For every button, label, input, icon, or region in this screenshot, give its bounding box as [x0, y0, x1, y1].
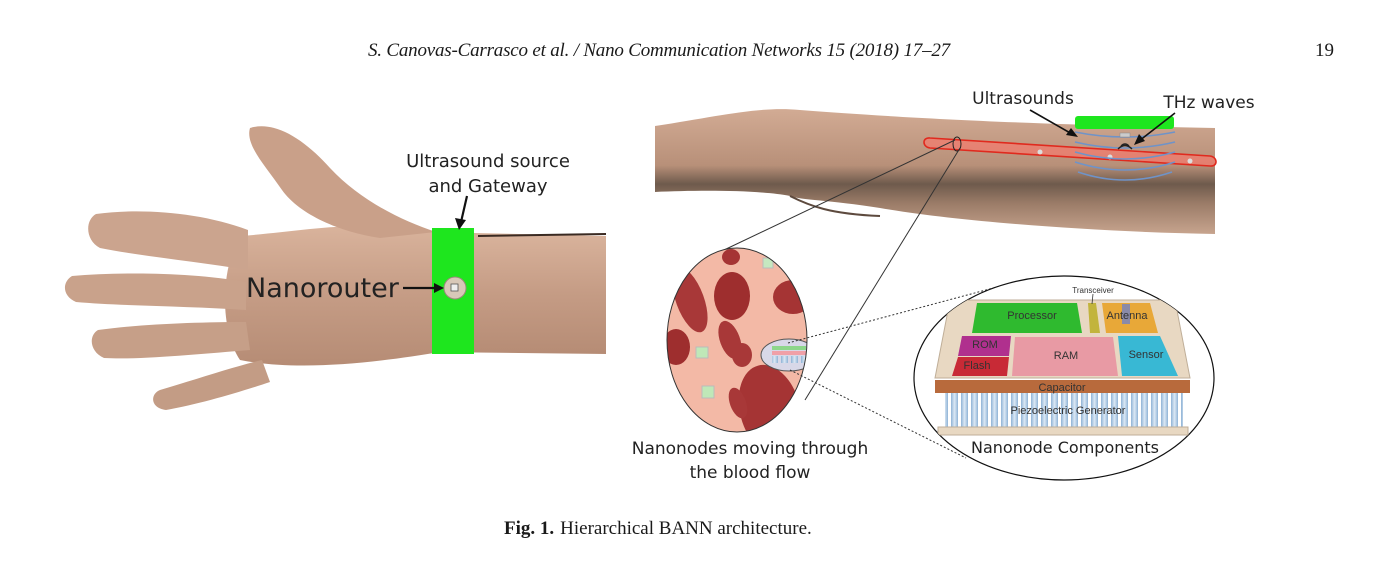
gateway-label-line2: and Gateway — [428, 176, 547, 197]
figure-caption: Fig. 1.Hierarchical BANN architecture. — [504, 518, 812, 540]
forearm-illustration — [655, 109, 1217, 401]
blood-flow-magnifier — [666, 247, 1013, 459]
rom-label: ROM — [972, 339, 998, 351]
gateway-patch — [1075, 116, 1174, 129]
figure-caption-text: Hierarchical BANN architecture. — [560, 518, 812, 539]
ultrasounds-label: Ultrasounds — [972, 89, 1074, 109]
capacitor-label: Capacitor — [1038, 382, 1085, 394]
transceiver-block — [1088, 303, 1100, 333]
blood-caption-line2: the blood flow — [690, 463, 811, 483]
figure-caption-label: Fig. 1. — [504, 518, 555, 539]
processor-block — [972, 303, 1082, 333]
piezo-label: Piezoelectric Generator — [1011, 405, 1126, 417]
hand-illustration — [64, 126, 607, 410]
sensor-block — [1118, 336, 1178, 376]
processor-label: Processor — [1007, 310, 1057, 322]
antenna-label: Antenna — [1107, 310, 1149, 322]
piezo-generator-layer — [945, 393, 1183, 427]
nanonode-title: Nanonode Components — [971, 438, 1159, 457]
page-number: 19 — [1315, 40, 1334, 61]
nanonode-magnifier — [913, 275, 1215, 481]
thz-waves-label: THz waves — [1162, 93, 1254, 113]
ram-block — [1012, 337, 1118, 376]
blood-caption-line1: Nanonodes moving through — [632, 439, 869, 459]
sensor-label: Sensor — [1129, 349, 1164, 361]
capacitor-layer — [935, 380, 1190, 393]
flash-block — [952, 357, 1009, 376]
transceiver-label: Transceiver — [1072, 286, 1114, 295]
flash-label: Flash — [964, 360, 991, 372]
rom-block — [958, 336, 1011, 356]
ultrasound-waves — [1074, 131, 1176, 181]
running-head: S. Canovas-Carrasco et al. / Nano Commun… — [368, 40, 950, 61]
gateway-label-line1: Ultrasound source — [406, 151, 570, 172]
blood-vessel — [923, 137, 1217, 167]
nanorouter-label: Nanorouter — [246, 273, 400, 304]
ram-label: RAM — [1054, 350, 1078, 362]
